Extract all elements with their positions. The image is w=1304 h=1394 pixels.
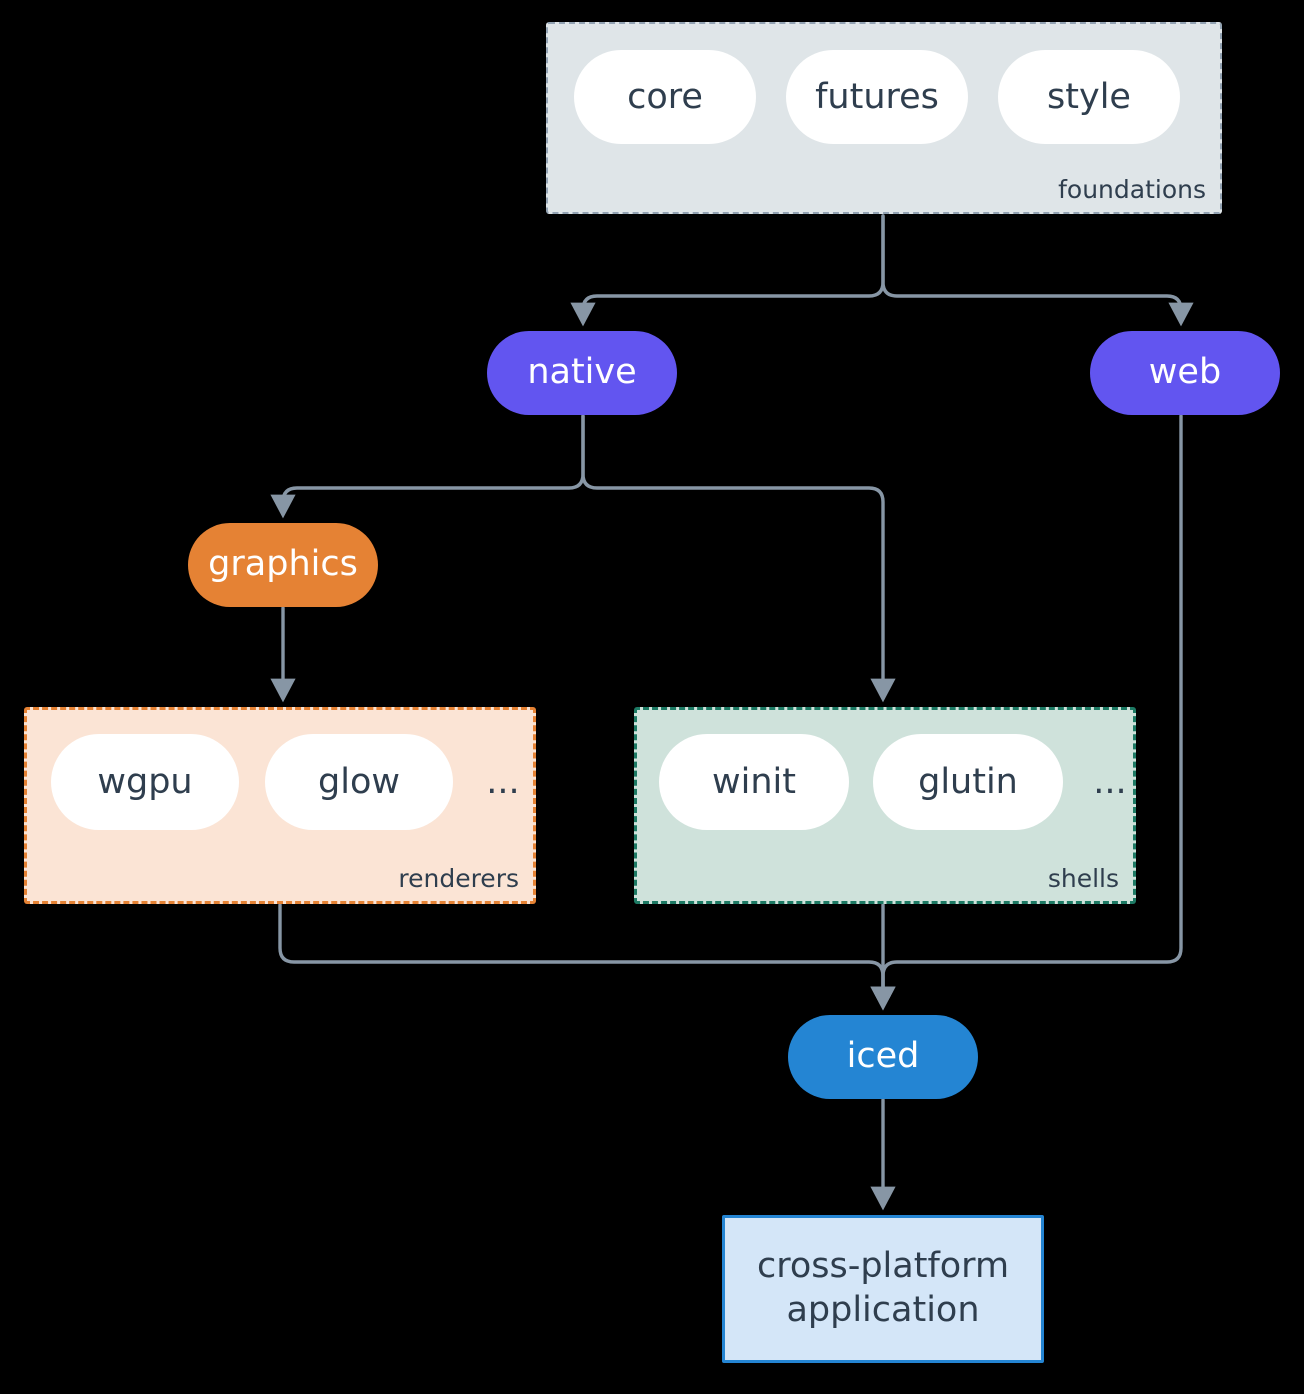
group-renderers-items: wgpu glow ... <box>27 734 557 830</box>
chip-style[interactable]: style <box>998 50 1180 144</box>
group-shells: winit glutin ... shells <box>634 707 1136 904</box>
group-shells-label: shells <box>1047 864 1119 893</box>
node-web-label: web <box>1148 352 1222 393</box>
chip-winit[interactable]: winit <box>659 734 849 830</box>
node-web[interactable]: web <box>1090 331 1280 415</box>
shells-more-ellipsis: ... <box>1093 762 1127 802</box>
chip-futures[interactable]: futures <box>786 50 968 144</box>
node-iced[interactable]: iced <box>788 1015 978 1099</box>
edge-foundations-web <box>881 214 1194 327</box>
edge-native-shells <box>581 414 896 703</box>
node-cross-platform-application[interactable]: cross-platform application <box>722 1215 1044 1363</box>
group-foundations: core futures style foundations <box>546 22 1222 214</box>
chip-glutin[interactable]: glutin <box>873 734 1063 830</box>
chip-wgpu[interactable]: wgpu <box>51 734 239 830</box>
application-label-line1: cross-platform <box>756 1246 1010 1287</box>
group-renderers: wgpu glow ... renderers <box>24 707 536 904</box>
node-native-label: native <box>527 352 637 393</box>
group-shells-items: winit glutin ... <box>637 734 1155 830</box>
node-iced-label: iced <box>846 1036 920 1077</box>
node-native[interactable]: native <box>487 331 677 415</box>
node-graphics-label: graphics <box>208 544 358 585</box>
edge-native-graphics <box>270 414 585 519</box>
chip-core[interactable]: core <box>574 50 756 144</box>
application-label-line2: application <box>786 1290 980 1330</box>
node-graphics[interactable]: graphics <box>188 523 378 607</box>
group-renderers-label: renderers <box>398 864 519 893</box>
chip-glow[interactable]: glow <box>265 734 453 830</box>
group-foundations-label: foundations <box>1058 175 1206 204</box>
group-foundations-items: core futures style <box>548 50 1246 144</box>
edge-renderers-iced <box>278 903 896 1011</box>
edge-foundations-native <box>570 214 885 327</box>
renderers-more-ellipsis: ... <box>486 762 520 802</box>
